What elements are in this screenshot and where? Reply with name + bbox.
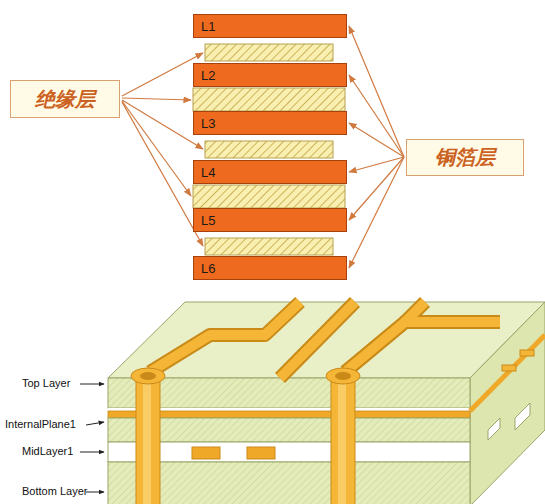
leader-arrow	[80, 452, 104, 453]
leader-arrow	[349, 157, 404, 220]
callout-box: 铜箔层	[406, 139, 524, 176]
dielectric-layer	[108, 378, 470, 408]
pcb-board	[108, 302, 545, 504]
layer-label: Bottom Layer	[22, 485, 87, 497]
via-highlight	[338, 378, 346, 504]
mid-layer	[108, 442, 470, 462]
internal-plane-edge	[470, 335, 545, 411]
trace-outline	[345, 322, 500, 372]
leader-arrow	[80, 384, 104, 385]
layer-name: L6	[201, 261, 215, 276]
small-pad	[520, 350, 534, 356]
traces	[150, 302, 500, 378]
callout-text: 铜箔层	[435, 144, 495, 171]
layer-label: Top Layer	[22, 377, 70, 389]
callout-box: 绝缘层	[10, 80, 120, 118]
copper-pad	[192, 447, 220, 459]
layer-label: InternalPlane1	[5, 418, 76, 430]
via-hole	[140, 372, 156, 380]
layer-name: L2	[201, 68, 215, 83]
leader-arrow	[86, 492, 104, 493]
leader-line	[122, 101, 191, 196]
board-top-face	[108, 302, 545, 378]
leader-arrow	[349, 75, 404, 157]
trace	[150, 302, 300, 372]
via-barrel	[136, 378, 160, 504]
trace	[345, 322, 500, 372]
small-pad	[502, 365, 516, 371]
insulation-layer	[205, 44, 333, 61]
via-hole	[335, 372, 351, 380]
insulation-layer	[205, 141, 333, 158]
layer-name: L4	[201, 165, 215, 180]
copper-layer: L3	[193, 111, 347, 135]
dielectric-layer	[108, 462, 470, 504]
trace	[405, 302, 425, 322]
layer-label: MidLayer1	[22, 445, 73, 457]
leader-arrow	[349, 157, 404, 268]
copper-pad	[247, 447, 275, 459]
insulation-layer	[193, 185, 345, 208]
internal-plane-copper	[108, 411, 470, 418]
trace-outline	[150, 302, 300, 372]
via-ring	[131, 368, 165, 384]
copper-layer: L6	[193, 256, 347, 280]
copper-layer: L5	[193, 208, 347, 232]
leader-arrow	[349, 123, 404, 157]
dielectric-layer	[108, 418, 470, 442]
callout-text: 绝缘层	[35, 86, 95, 113]
copper-layer: L4	[193, 160, 347, 184]
leader-arrow	[349, 157, 404, 172]
via-ring	[326, 368, 360, 384]
layer-name: L1	[201, 19, 215, 34]
side-notch	[488, 418, 500, 440]
leader-arrow	[349, 26, 404, 157]
copper-layer: L2	[193, 63, 347, 87]
side-notch	[515, 403, 530, 430]
leader-arrow	[86, 422, 104, 425]
layer-name: L3	[201, 116, 215, 131]
gap	[108, 408, 470, 411]
via-highlight	[143, 378, 151, 504]
copper-layer: L1	[193, 14, 347, 38]
insulation-layer	[205, 238, 333, 255]
insulation-layer	[193, 88, 345, 111]
layer-name: L5	[201, 213, 215, 228]
leader-line	[122, 98, 191, 100]
leader-line	[122, 102, 203, 246]
label-arrows	[80, 384, 104, 492]
board-side-face	[470, 302, 545, 504]
via-barrel	[331, 378, 355, 504]
leader-line	[122, 53, 203, 96]
insulation-leaders	[122, 53, 203, 246]
